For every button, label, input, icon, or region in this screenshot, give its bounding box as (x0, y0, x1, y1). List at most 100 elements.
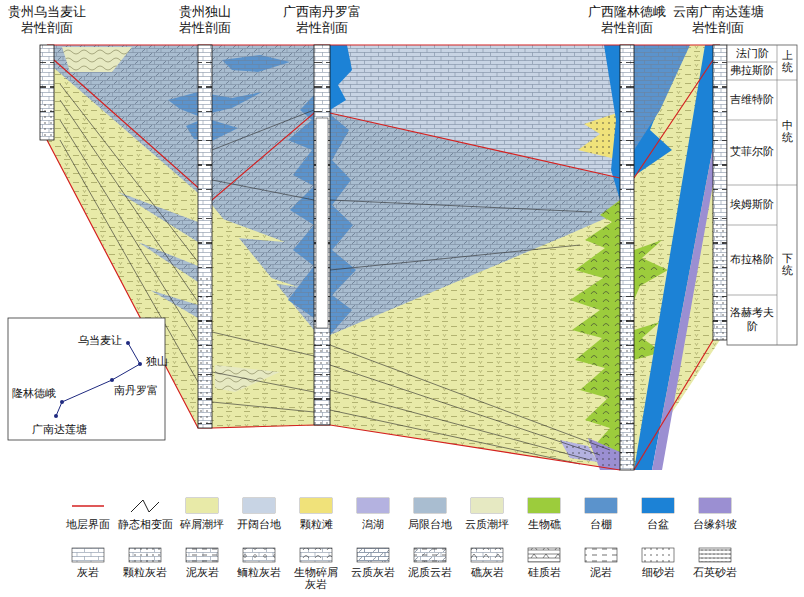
time-line (60, 120, 198, 342)
lithology-column (198, 45, 212, 428)
time-line (212, 180, 314, 200)
lithology-column (713, 215, 727, 219)
map-place: 南丹罗富 (114, 384, 158, 398)
map-place: 广南达莲塘 (32, 423, 87, 437)
time-line (330, 245, 580, 270)
legend-label: 生物碎屑灰岩 (292, 567, 340, 591)
shelf-tongue (168, 92, 262, 116)
lithology-column (198, 45, 212, 428)
lithology-column (620, 423, 634, 427)
legend-label: 灰岩 (60, 567, 117, 579)
lithology-column (198, 423, 212, 427)
lithology-column (620, 163, 634, 167)
reef-area (570, 200, 620, 462)
section-title: 广西隆林德峨 岩性剖面 (587, 4, 667, 37)
time-line (330, 200, 592, 212)
legend-label: 台缘斜坡 (687, 519, 744, 531)
lithology-column (620, 397, 634, 401)
legend-label: 鲕粒灰岩 (231, 567, 288, 579)
lithology-column (198, 163, 212, 167)
lithology-column (620, 59, 634, 63)
lithology-column (620, 137, 634, 141)
legend-label: 硅质岩 (516, 567, 573, 579)
lithology-column (620, 300, 634, 470)
strata-boundary (47, 44, 720, 45)
lithology-column (713, 163, 727, 167)
basin-area (634, 45, 720, 470)
legend-label: 静态相变面 (117, 519, 174, 531)
lithology-column (314, 45, 330, 425)
time-line (330, 345, 610, 450)
map-place: 独山 (146, 355, 168, 369)
dolomitic-flat-lens (62, 47, 132, 72)
legend-samples (72, 498, 731, 562)
lithology-column (40, 111, 54, 115)
series-name: 下统 (782, 253, 793, 277)
stage-name: 吉维特阶 (728, 93, 776, 107)
lithology-column (40, 59, 54, 63)
time-line (212, 402, 314, 412)
lithology-column (198, 371, 212, 375)
lithology-column (620, 215, 634, 219)
lithology-column (620, 371, 634, 375)
series-name: 上统 (782, 50, 793, 74)
lithology-column (198, 267, 212, 271)
lithology-column (713, 137, 727, 141)
reef-area (570, 200, 620, 462)
lithology-column (713, 319, 727, 323)
lithology-column (713, 189, 727, 193)
legend-label: 礁灰岩 (459, 567, 516, 579)
map-place: 隆林德峨 (12, 387, 56, 401)
lithology-column (713, 45, 727, 340)
shelf-tongue (222, 55, 290, 72)
tidal-flat-tongue (212, 258, 298, 287)
lithology-column (198, 189, 212, 193)
legend-label: 细砂岩 (630, 567, 687, 579)
time-line (330, 390, 590, 460)
shelf-tongue (222, 55, 290, 72)
section-title: 广西南丹罗富 岩性剖面 (282, 4, 362, 37)
lithology-column (620, 189, 634, 193)
restricted-platform-tongue (118, 192, 198, 242)
lithology-column (713, 45, 727, 340)
legend-label: 地层界面 (60, 519, 117, 531)
strata-boundary (54, 60, 620, 200)
slope-area (652, 110, 720, 470)
lithology-column (40, 102, 54, 140)
stage-name: 布拉格阶 (728, 253, 776, 267)
lithology-column (40, 45, 54, 140)
time-line (60, 84, 198, 262)
section-title: 云南广南达莲塘 岩性剖面 (672, 4, 765, 37)
lithology-column (620, 241, 634, 245)
lithology-column (620, 45, 634, 470)
legend-label: 石英砂岩 (687, 567, 744, 579)
lithology-column (713, 85, 727, 89)
dolomitic-flat-lens (215, 365, 280, 392)
time-line (212, 110, 314, 150)
location-map (8, 318, 165, 440)
legend-swatch (528, 498, 560, 513)
restricted-platform-tongue (150, 290, 198, 318)
lithology-column (198, 397, 212, 401)
lithology-column (40, 45, 54, 140)
lithology-column (620, 319, 634, 323)
reef-area (634, 240, 668, 300)
stage-name: 洛赫考夫阶 (728, 306, 776, 334)
legend-label: 泥质云岩 (402, 567, 459, 579)
lithology-column (198, 241, 212, 245)
reef-area (634, 240, 668, 300)
lithology-column (198, 319, 212, 323)
lithology-column (713, 241, 727, 245)
shelf-area (634, 45, 690, 150)
lithology-column (713, 293, 727, 297)
legend-label: 云质潮坪 (459, 519, 516, 531)
lithology-column (713, 59, 727, 63)
stage-name: 法门阶 (728, 47, 776, 61)
lithology-column (620, 45, 634, 470)
time-line (60, 100, 198, 302)
lithology-column (620, 111, 634, 115)
legend-label: 颗粒滩 (288, 519, 345, 531)
lithology-column (620, 267, 634, 271)
lithology-column (198, 215, 212, 219)
